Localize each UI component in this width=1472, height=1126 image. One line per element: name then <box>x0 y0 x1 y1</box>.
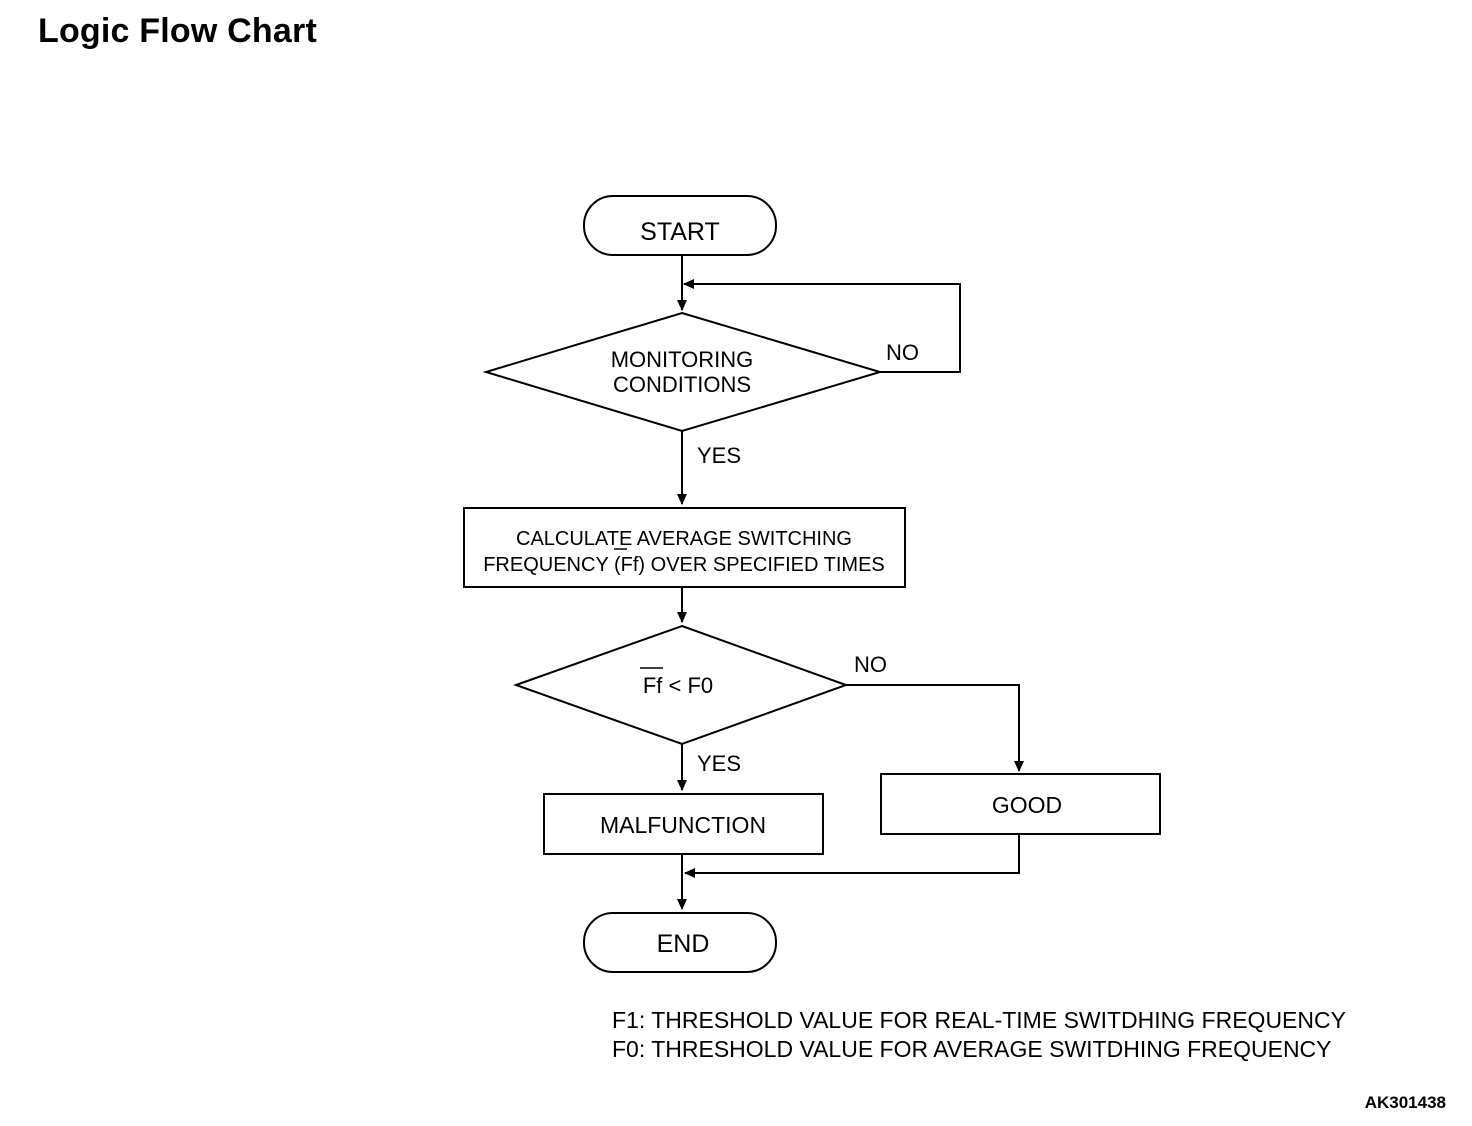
start-label: START <box>640 218 720 246</box>
connector-good-merge <box>684 834 1020 878</box>
figure-id: AK301438 <box>1364 1093 1446 1112</box>
monitoring-label-line1: MONITORING <box>611 347 754 372</box>
legend-f0: F0: THRESHOLD VALUE FOR AVERAGE SWITDHIN… <box>612 1036 1332 1062</box>
monitoring-label-line2: CONDITIONS <box>613 372 751 397</box>
calculate-label-line1: CALCULATE AVERAGE SWITCHING <box>516 528 852 550</box>
connector-monitoring-no-loop <box>683 279 961 373</box>
page-title: Logic Flow Chart <box>38 12 317 50</box>
monitoring-decision: MONITORING CONDITIONS <box>482 311 884 433</box>
monitoring-yes-label: YES <box>697 443 741 468</box>
good-label: GOOD <box>992 792 1062 818</box>
good-process: GOOD <box>880 773 1161 835</box>
legend: F1: THRESHOLD VALUE FOR REAL-TIME SWITDH… <box>612 1006 1346 1064</box>
start-terminator: START <box>583 195 777 256</box>
end-label: END <box>657 930 710 958</box>
end-terminator: END <box>583 912 777 973</box>
legend-f1: F1: THRESHOLD VALUE FOR REAL-TIME SWITDH… <box>612 1007 1346 1033</box>
compare-no-label: NO <box>854 652 887 677</box>
calculate-label-line2: FREQUENCY (Ff) OVER SPECIFIED TIMES <box>483 554 885 576</box>
connector-compare-no <box>846 684 1024 772</box>
compare-label: Ff < F0 <box>643 673 713 698</box>
calculate-process: CALCULATE AVERAGE SWITCHING FREQUENCY (F… <box>463 507 906 588</box>
malfunction-process: MALFUNCTION <box>543 793 824 855</box>
compare-yes-label: YES <box>697 751 741 776</box>
monitoring-no-label: NO <box>886 340 919 365</box>
compare-decision: Ff < F0 <box>513 624 849 746</box>
malfunction-label: MALFUNCTION <box>600 812 766 838</box>
